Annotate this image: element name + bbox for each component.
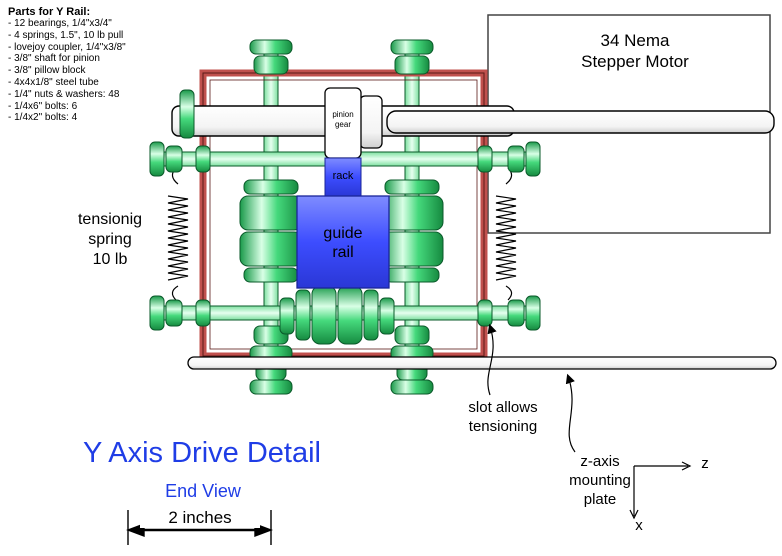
plate-label: z-axis mounting plate [555,452,645,509]
pinion-gear-label: pinion gear [325,110,361,130]
parts-list-item: - lovejoy coupler, 1/4"x3/8" [8,41,126,53]
diagram-subtitle: End View [165,481,241,501]
parts-list: Parts for Y Rail: - 12 bearings, 1/4"x3/… [8,6,188,124]
axis-label-x: x [635,517,643,534]
plate-leader-line [565,373,576,453]
motor-label: 34 Nema Stepper Motor [560,30,710,72]
slot-label-line1: slot allows [468,399,538,416]
bearing-stack-left [239,39,303,395]
guide-rail-label-line2: rail [332,244,354,261]
parts-list-item: - 12 bearings, 1/4"x3/4" [8,18,112,29]
tension-spring-left [167,167,189,301]
axis-label-z: z [701,455,709,472]
scale-bar [126,510,273,545]
motor-label-line1: 34 Nema [600,31,670,50]
pinion-label-line1: pinion [332,110,354,119]
guide-rail [296,195,390,289]
shaft-end-bearing [179,89,195,139]
plate-label-line1: z-axis [580,453,620,470]
motor-label-line2: Stepper Motor [581,52,689,71]
pinion-label-line2: gear [334,120,351,129]
scale-label: 2 inches [140,508,260,528]
spring-label: tensionig spring 10 lb [68,210,152,270]
parts-list-item: - 1/4" nuts & washers: 48 [8,88,120,100]
parts-list-item: - 3/8" pillow block [8,65,86,77]
spring-label-line2: spring [88,231,132,248]
guide-rail-label: guide rail [297,224,389,262]
parts-list-item: - 4 springs, 1.5", 10 lb pull [8,29,124,41]
guide-rail-label-line1: guide [323,225,363,242]
z-axis-mounting-plate [187,356,777,370]
parts-list-item: - 4x4x1/8" steel tube [8,76,99,88]
plate-label-line2: mounting [569,472,631,489]
parts-list-title: Parts for Y Rail: [8,6,91,18]
parts-list-item: - 3/8" shaft for pinion [8,53,100,65]
rack-label: rack [332,170,354,182]
slot-label-line2: tensioning [468,418,538,435]
parts-list-item: - 1/4x6" bolts: 6 [8,100,78,112]
pinion-shaft [171,105,775,137]
spring-label-line1: tensionig [77,211,143,228]
slot-label: slot allows tensioning [448,398,558,436]
axis-indicator [629,461,692,520]
parts-list-item: - 1/4x2" bolts: 4 [8,112,78,124]
plate-label-line3: plate [583,491,617,508]
diagram-title: Y Axis Drive Detail [83,437,321,469]
spring-label-line3: 10 lb [92,251,128,268]
slot-leader-line [487,323,497,396]
end-nuts-right [477,141,541,331]
end-nuts-left [149,141,211,331]
pillow-block [359,95,383,149]
guide-rail-bearing [279,285,395,345]
rack [324,157,362,197]
